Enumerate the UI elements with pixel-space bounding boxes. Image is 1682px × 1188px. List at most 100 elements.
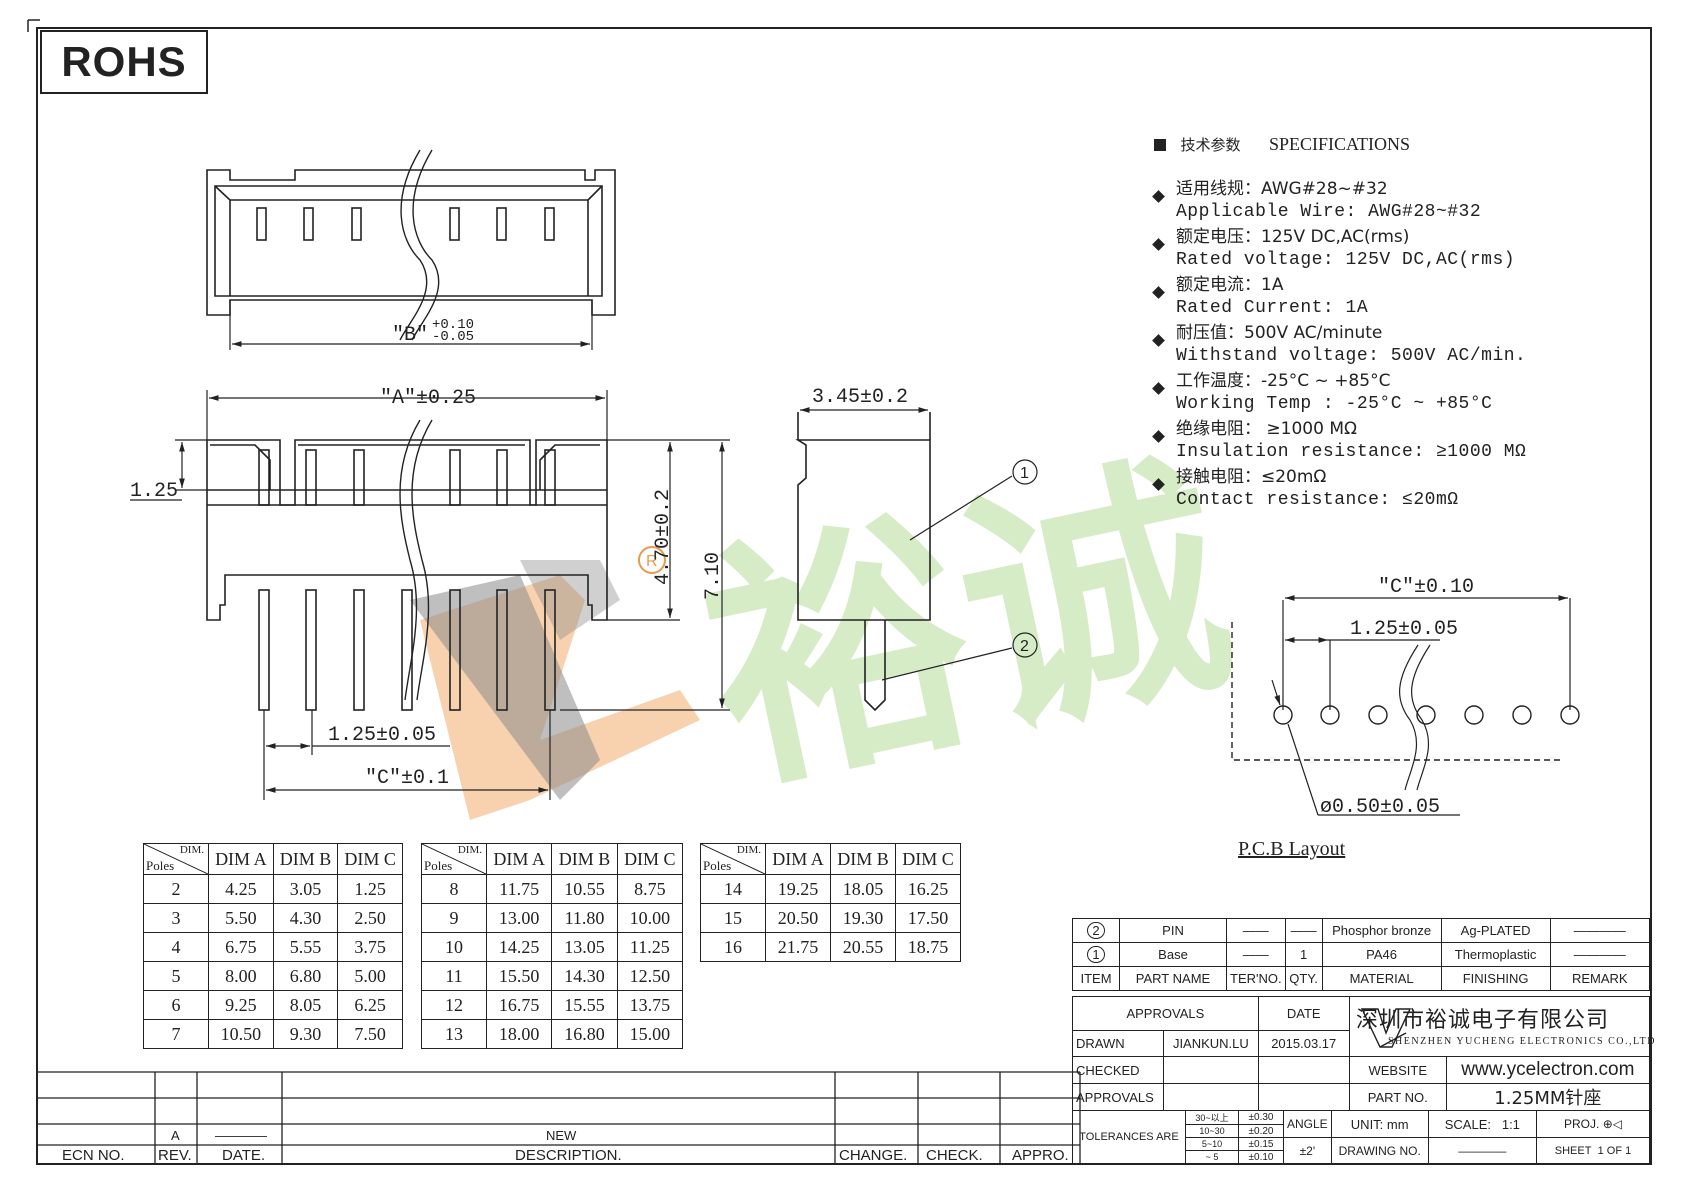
dim-cell: 8.75 [616, 874, 684, 904]
dim-corner-cell: DIM.Poles [421, 843, 487, 875]
dim-cell: 3 [143, 903, 209, 933]
dim-header-cell: DIM C [616, 843, 684, 875]
dim-cell: 6.25 [337, 990, 403, 1020]
dim-cell: 11.80 [551, 903, 618, 933]
spec-title-en: SPECIFICATIONS [1269, 134, 1411, 154]
dim-cell: 10.55 [551, 874, 618, 904]
dim-cell: 19.25 [765, 874, 831, 904]
dim-cell: 7 [143, 1019, 209, 1049]
dim-cell: 13.00 [485, 903, 553, 933]
dim-header-cell: DIM B [272, 843, 339, 875]
sheet-border [36, 27, 1652, 1165]
callout-2: 2 [1020, 638, 1029, 655]
dim-cell: 18.75 [895, 932, 961, 962]
dim-cell: 5 [143, 961, 209, 991]
dim-lines-front [130, 390, 730, 800]
pcb-hole-label: ø0.50±0.05 [1320, 796, 1440, 819]
dim-b-label: "B" [392, 324, 428, 347]
dim-cell: 6 [143, 990, 209, 1020]
bom-table: 2 PIN —— —— Phosphor bronze Ag-PLATED ——… [1072, 918, 1651, 991]
dim-cell: 14.25 [485, 932, 553, 962]
dim-side-label: 3.45±0.2 [812, 386, 908, 409]
connector-top-view [206, 149, 616, 341]
dim-corner-cell: DIM.Poles [700, 843, 766, 875]
diamond-bullet-icon [1152, 334, 1165, 347]
dim-cell: 18.00 [485, 1019, 553, 1049]
dim-cell: 5.55 [272, 932, 339, 962]
dim-header-cell: DIM A [208, 843, 274, 875]
company-name-cn: 深圳市裕诚电子有限公司 [1356, 1008, 1610, 1033]
dim-cell: 15.00 [616, 1019, 684, 1049]
dim-cell: 12 [421, 990, 487, 1020]
dim-b [229, 300, 593, 350]
dim-header-cell: DIM A [485, 843, 553, 875]
dim-cell: 10.50 [208, 1019, 274, 1049]
bom-row: 1 Base —— 1 PA46 Thermoplastic ———— [1072, 942, 1651, 967]
dim-cell: 3.05 [272, 874, 339, 904]
dim-cell: 4.30 [272, 903, 339, 933]
dim-cell: 3.75 [337, 932, 403, 962]
dim-cell: 14 [700, 874, 766, 904]
specifications-heading: 技术参数 SPECIFICATIONS [1154, 134, 1410, 155]
dim-cell: 11.25 [616, 932, 684, 962]
dim-cell: 17.50 [895, 903, 961, 933]
diamond-bullet-icon [1152, 430, 1165, 443]
dim-header-cell: DIM A [765, 843, 831, 875]
dim-cell: 20.50 [765, 903, 831, 933]
rev-date-val: ———— [215, 1128, 267, 1143]
website-value[interactable]: www.ycelectron.com [1445, 1056, 1651, 1084]
dim-cell: 14.30 [551, 961, 618, 991]
ecn-header: ECN NO. [62, 1147, 125, 1164]
change-header: CHANGE. [839, 1147, 907, 1164]
dim-cell: 10 [421, 932, 487, 962]
dim-header-cell: DIM B [830, 843, 896, 875]
dim-cell: 19.30 [830, 903, 896, 933]
date-header: DATE. [222, 1147, 265, 1164]
dim-cell: 13 [421, 1019, 487, 1049]
bom-header-row: ITEM PART NAME TER'NO. QTY. MATERIAL FIN… [1072, 966, 1651, 991]
dim-cell: 5.50 [208, 903, 274, 933]
dim-470-label: 4.70±0.2 [652, 489, 675, 585]
rohs-badge: ROHS [40, 30, 208, 94]
spec-item: 额定电压：125V DC,AC(rms)Rated voltage: 125V … [1152, 226, 1526, 272]
dim-cell: 12.50 [616, 961, 684, 991]
square-bullet-icon [1154, 139, 1166, 151]
dim-cell: 6.80 [272, 961, 339, 991]
dim-cell: 21.75 [765, 932, 831, 962]
dim-cell: 4 [143, 932, 209, 962]
title-block: APPROVALS DATE DRAWN JIANKUN.LU 2015.03.… [1072, 996, 1651, 1111]
dim-cell: 13.05 [551, 932, 618, 962]
dim-cell: 1.25 [337, 874, 403, 904]
dim-cell: 2.50 [337, 903, 403, 933]
rev-a: A [171, 1128, 180, 1143]
spec-title-cn: 技术参数 [1180, 136, 1241, 154]
company-name-en: SHENZHEN YUCHENG ELECTRONICS CO.,LTD [1388, 1036, 1656, 1047]
projection-cell: PROJ. ⊕◁ [1536, 1110, 1650, 1138]
appro-header: APPRO. [1012, 1147, 1069, 1164]
pcb-layout [1231, 595, 1580, 816]
dim-cell: 16.25 [895, 874, 961, 904]
dim-cell: 8 [421, 874, 487, 904]
dim-cell: 5.00 [337, 961, 403, 991]
callout-1: 1 [1020, 465, 1029, 482]
company-logo-icon [1360, 1008, 1411, 1048]
diamond-bullet-icon [1152, 286, 1165, 299]
dim-header-cell: DIM B [551, 843, 618, 875]
dim-cell: 4.25 [208, 874, 274, 904]
